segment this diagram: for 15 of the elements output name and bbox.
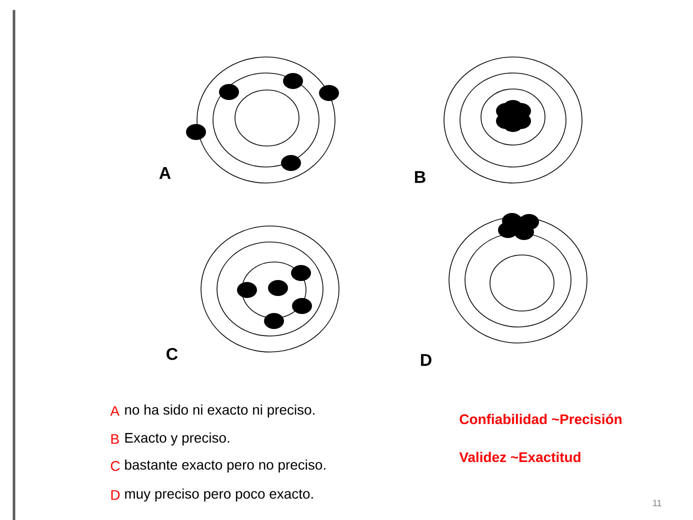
item-letter: A	[110, 406, 120, 416]
target-letter: C	[166, 348, 178, 360]
description-text: no ha sido ni exacto ni preciso.	[125, 404, 314, 418]
note-text: Validez ~Exactitud	[459, 452, 580, 462]
target-letter: D	[421, 354, 432, 366]
target-letter: B	[415, 171, 426, 183]
description-text: muy preciso pero poco exacto.	[125, 488, 313, 502]
item-letter: D	[111, 490, 120, 500]
item-letter: C	[110, 461, 120, 471]
item-letter: B	[111, 434, 119, 444]
note-text: Confiabilidad ~Precisión	[460, 414, 622, 424]
page-number: 11	[653, 500, 662, 506]
description-text: Exacto y preciso.	[125, 432, 230, 446]
target-letter: A	[159, 167, 171, 179]
description-text: bastante exacto pero no preciso.	[125, 460, 326, 472]
